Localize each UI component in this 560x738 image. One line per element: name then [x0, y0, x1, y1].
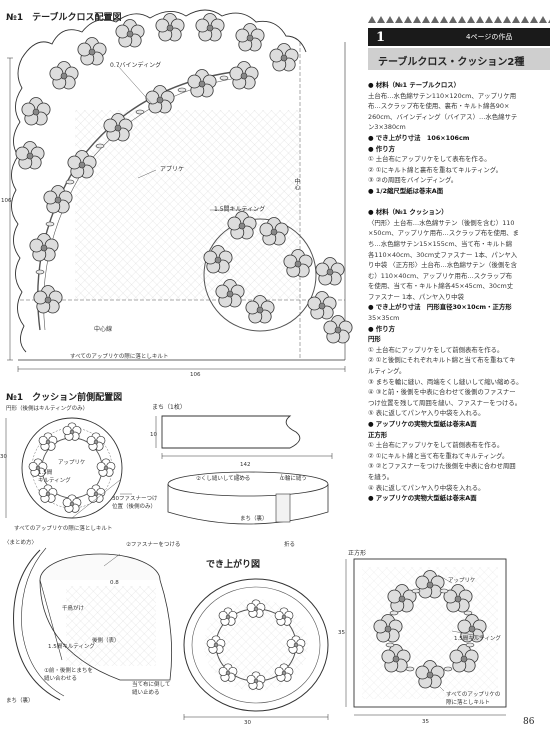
tablecloth-diagram	[7, 9, 353, 372]
instruction-line: ② ①にキルト綿と当て布を重ねてキルティング。	[368, 451, 509, 460]
instruction-line: 土台布…水色綿サテン110×120cm、アップリケ用	[368, 91, 517, 100]
summary-fold: 当て布に倒して 縫い止める	[132, 682, 171, 696]
fold-label: 折る	[284, 542, 296, 548]
instruction-line: ④ ③と前・後側を中表に合わせて後側のファスナー	[368, 388, 516, 397]
instruction-line: 各110×40cm、30cm丈ファスナー 1本、パンヤ入	[368, 250, 518, 259]
square-title: 正方形	[348, 550, 367, 557]
dim-35-horizontal: 35	[422, 719, 429, 725]
fig2-subtitle: 円形（後側はキルティングのみ）	[6, 406, 89, 412]
instruction-line: ● 材料（№1 クッション）	[368, 208, 448, 217]
instruction-line: ● でき上がり寸法 円形直径30×10cm・正方形	[368, 303, 512, 312]
instruction-line	[368, 197, 551, 208]
instruction-line: ● でき上がり寸法 106×106cm	[368, 133, 470, 142]
instruction-line: 260cm、バインディング（バイアス）…水色綿サテ	[368, 112, 518, 121]
instruction-line: 〈円形〉土台布…水色綿サテン（後側を含む）110	[368, 218, 515, 227]
instruction-line: ④ 表に返してパンヤ入り中袋を入れる。	[368, 483, 485, 492]
gusset-label: まち（裏）	[240, 516, 268, 522]
applique-label: アプリケ	[160, 166, 185, 173]
instruction-line: 正方形	[368, 430, 388, 439]
instruction-line: ③ まちを輪に縫い、両端をくし縫いして縮い縮める。	[368, 377, 523, 386]
instructions-text: ● 材料（№1 テーブルクロス） 土台布…水色綿サテン110×120cm、アップリ…	[368, 80, 551, 504]
summary-title: 〈まとめ方〉	[4, 540, 38, 546]
summary-back: 後側（表）	[92, 638, 120, 644]
instruction-line: ち…水色綿サテン15×155cm、当て布・キルト綿	[368, 239, 513, 248]
summary-15: 1.5間キルティング	[48, 644, 95, 650]
dim-30-vertical: 30	[0, 454, 7, 460]
center-line-label: 中心線	[94, 326, 113, 333]
instruction-line: ① 土台布にアップリケをして前側表布を作る。	[368, 441, 504, 450]
finished-title: でき上がり図	[206, 560, 261, 570]
page-reference: 4ページの作品	[466, 33, 513, 41]
page-number: 86	[523, 717, 535, 727]
instruction-line: 円形	[368, 335, 381, 344]
applique-label-3: アップリケ	[448, 578, 476, 584]
finished-cushion	[183, 578, 329, 720]
section-number: 1	[376, 30, 386, 45]
instruction-line: り中袋 〈正方形〉土台布…水色綿サテン（後側を含	[368, 261, 518, 270]
quilting-label-3: 1.5間キルティング	[454, 636, 501, 642]
binding-label: 0.7バインディング	[110, 62, 162, 69]
quilting-label-2: 1.5間 キルティング	[38, 470, 71, 484]
gusset-length: 142	[240, 462, 251, 468]
instruction-line: ● 作り方	[368, 144, 395, 153]
summary-08: 0.8	[110, 580, 119, 586]
instruction-line: ン3×380cm	[368, 123, 406, 132]
gusset-diagram	[155, 415, 333, 525]
center-label: 中心	[293, 178, 300, 190]
gusset-title: まち（1枚）	[152, 404, 186, 411]
instruction-line: を使用、当て布・キルト綿各45×45cm、30cm丈	[368, 282, 514, 291]
instruction-line: を縫う。	[368, 472, 394, 481]
applique-label-2: アップリケ	[58, 460, 86, 466]
fig1-title: №1 テーブルクロス配置図	[6, 13, 122, 23]
summary-zip: ②ファスナーをつける	[126, 542, 181, 548]
gusset-step1: ①輪に縫う	[280, 476, 307, 482]
quilting-label: 1.5間キルティング	[214, 206, 266, 213]
instruction-line: ③ ②とファスナーをつけた後側を中表に合わせ周囲	[368, 462, 516, 471]
instruction-line: ×50cm、アップリケ用布…スクラップ布を使用、ま	[368, 229, 520, 238]
instruction-line: ● 1/2縮尺型紙は巻末A面	[368, 186, 444, 195]
section-header: 1 4ページの作品	[368, 28, 550, 46]
instruction-line: ② ①と後側にそれぞれキルト綿と当て布を重ねてキ	[368, 356, 516, 365]
decorative-triangle-border	[368, 16, 550, 24]
instruction-line: つけ位置を残して周囲を縫い、ファスナーをつける。	[368, 398, 522, 407]
cushion-front-diagram	[5, 417, 132, 519]
summary-sew: ①前・後側とまちを 縫い合わせる	[44, 668, 93, 682]
square-cushion	[345, 558, 507, 716]
edge-quilt-note-2: すべてのアップリケの際に落としキルト	[14, 526, 113, 532]
summary-gusset: まち（裏）	[6, 698, 34, 704]
instruction-line: ① 土台布にアップリケをして表布を作る。	[368, 155, 491, 164]
instruction-line: ファスナー 1本、パンヤ入り中袋	[368, 292, 464, 301]
instruction-line: ● 材料（№1 テーブルクロス）	[368, 81, 461, 89]
section-title-bar: テーブルクロス・クッション2種	[368, 48, 550, 70]
edge-quilt-note: すべてのアップリケの際に落としキルト	[70, 354, 169, 360]
instruction-line: ● アップリケの実物大型紙は巻末A面	[368, 420, 477, 428]
gusset-step2: ②くし縫いして縮める	[196, 476, 251, 482]
instruction-line: ● 作り方	[368, 324, 395, 333]
instruction-line: ● アップリケの実物大型紙は巻末A面	[368, 494, 477, 503]
instruction-line: ルティング。	[368, 367, 406, 376]
dim-30-horizontal: 30	[244, 720, 251, 726]
instruction-line: ① 土台布にアップリケをして前側表布を作る。	[368, 345, 504, 354]
gusset-height: 10	[150, 432, 157, 438]
assembly-diagram	[13, 547, 173, 701]
dim-106-horizontal: 106	[190, 372, 201, 378]
instruction-line: む）110×40cm、アップリケ用布…スクラップ布	[368, 271, 513, 280]
edge-quilt-note-3: すべてのアップリケの 際に落としキルト	[446, 692, 501, 706]
summary-chidori: 千鳥がけ	[62, 606, 85, 612]
zipper-pos-label: 30ファスナーつけ 位置（後側のみ）	[112, 496, 158, 510]
instruction-line: 布…スクラップ布を使用、裏布・キルト綿各90×	[368, 102, 510, 111]
dim-35-vertical: 35	[338, 630, 345, 636]
fig2-title: №1 クッション前側配置図	[6, 393, 123, 403]
dim-106-vertical: 106	[1, 198, 12, 204]
section-title: テーブルクロス・クッション2種	[378, 57, 525, 68]
instruction-line: ⑤ 表に返してパンヤ入り中袋を入れる。	[368, 409, 485, 418]
instruction-line: ③ ②の周囲をバインディング。	[368, 176, 458, 185]
instruction-line: ② ①にキルト綿と裏布を重ねてキルティング。	[368, 165, 503, 174]
instruction-line: 35×35cm	[368, 314, 400, 323]
